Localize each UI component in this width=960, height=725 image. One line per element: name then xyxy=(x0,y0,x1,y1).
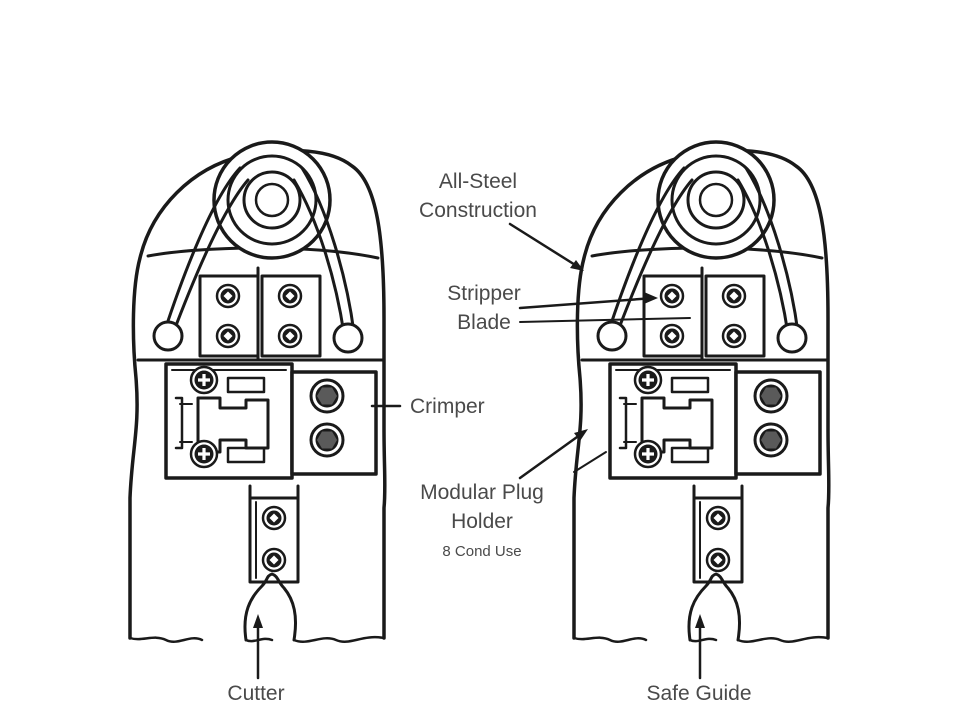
label-stripper-line2: Blade xyxy=(457,311,511,334)
arrow-stripper-blade xyxy=(518,292,691,323)
label-stripper-line1: Stripper xyxy=(447,282,521,305)
right-crimp-tool xyxy=(574,142,829,642)
label-modular-line2: Holder xyxy=(451,510,513,533)
label-modular-line1: Modular Plug xyxy=(420,481,544,504)
label-cutter: Cutter xyxy=(227,682,284,705)
arrow-cutter xyxy=(253,614,263,680)
label-modular-plug-holder: Modular Plug Holder 8 Cond Use xyxy=(420,481,544,560)
arrow-modular-plug-holder xyxy=(518,429,607,480)
label-safe-guide-text: Safe Guide xyxy=(646,682,751,705)
label-all-steel-line1: All-Steel xyxy=(439,170,517,193)
left-crimp-tool xyxy=(130,142,385,642)
label-cutter-text: Cutter xyxy=(227,682,284,705)
arrow-all-steel xyxy=(508,222,584,271)
label-crimper-text: Crimper xyxy=(410,395,485,418)
label-modular-note: 8 Cond Use xyxy=(442,543,521,560)
label-crimper: Crimper xyxy=(410,395,485,418)
arrow-safe-guide xyxy=(695,614,705,680)
label-all-steel: All-Steel Construction xyxy=(419,170,537,222)
label-all-steel-line2: Construction xyxy=(419,199,537,222)
label-safe-guide: Safe Guide xyxy=(646,682,751,705)
label-stripper-blade: Stripper Blade xyxy=(447,282,521,334)
